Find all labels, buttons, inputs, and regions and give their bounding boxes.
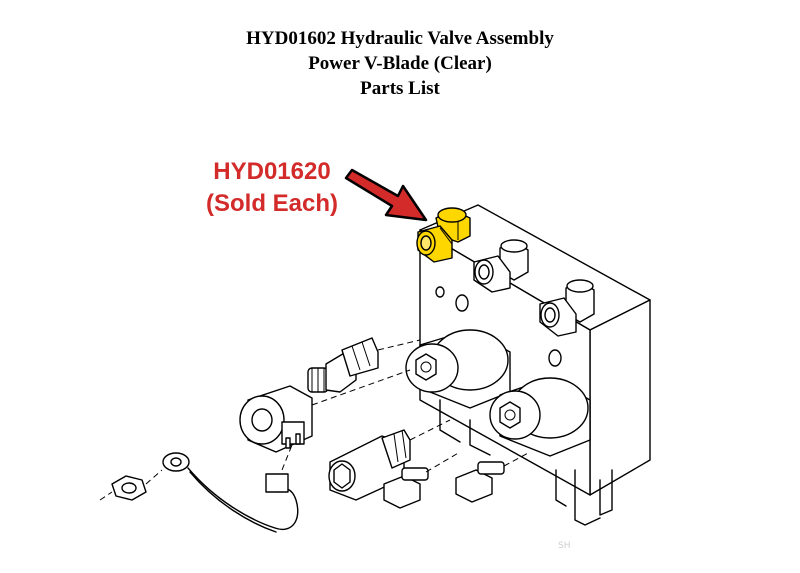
elbow-fitting [539,279,595,337]
diagram-title: HYD01602 Hydraulic Valve Assembly [246,28,554,49]
highlighted-elbow-fitting [416,207,471,263]
plug-fitting [383,451,461,509]
title-block: HYD01602 Hydraulic Valve Assembly Power … [0,26,800,101]
callout-note: (Sold Each) [205,190,338,217]
ground-wire [162,444,299,533]
diagram-subtitle: Power V-Blade (Clear) [308,53,492,74]
elbow-fitting [473,239,529,293]
callout-part-number: HYD01620 [213,158,331,185]
cartridge-valve-stem [307,337,421,393]
diagram-caption: Parts List [360,78,440,99]
callout-arrow [344,168,428,222]
solenoid-coil [489,377,591,457]
solenoid-coil [405,329,511,409]
watermark: SH [558,541,570,551]
hex-nut [99,469,163,501]
part-callout: HYD01620 (Sold Each) [172,156,372,220]
exploded-solenoid-coil [239,369,411,453]
plug-fitting [455,451,531,503]
